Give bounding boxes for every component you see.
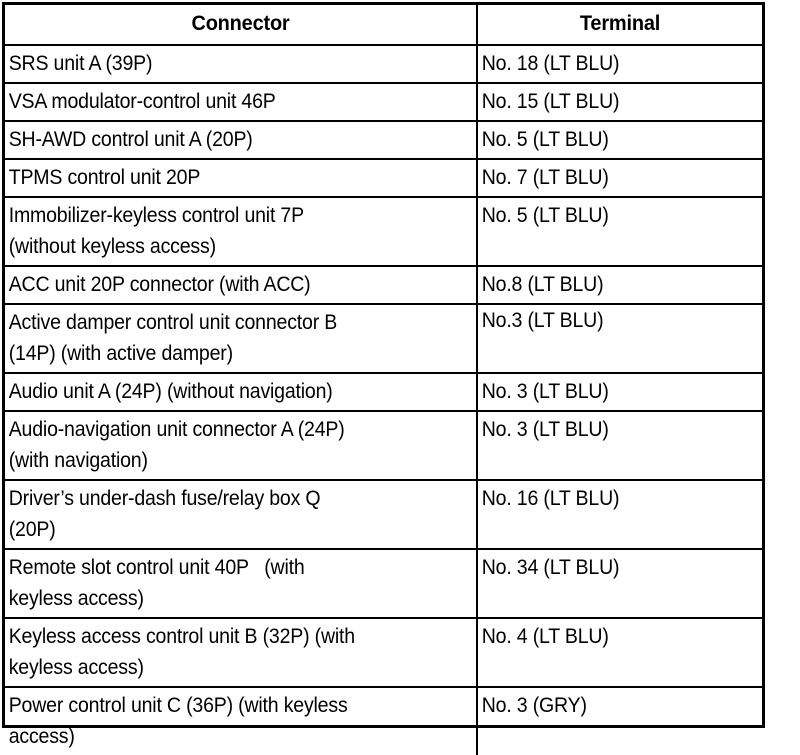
cell-terminal: No. 16 (LT BLU) [476, 479, 762, 549]
table-row: Active damper control unit connector B (… [5, 303, 762, 373]
cell-terminal: No. 7 (LT BLU) [476, 158, 762, 197]
cell-connector-text: Remote slot control unit 40P (with keyle… [8, 556, 305, 610]
cell-terminal-text: No. 18 (LT BLU) [481, 52, 620, 75]
cell-connector: VSA modulator-control unit 46P [5, 82, 477, 121]
cell-terminal-text: No. 5 (LT BLU) [481, 204, 609, 227]
column-header-connector-label: Connector [191, 12, 290, 35]
table-row: Audio-navigation unit connector A (24P) … [5, 410, 762, 480]
column-header-terminal-label: Terminal [579, 12, 661, 35]
table-header: Connector Terminal [5, 5, 762, 45]
cell-connector: Remote slot control unit 40P (with keyle… [5, 548, 477, 618]
cell-connector: Driver’s under-dash fuse/relay box Q (20… [5, 479, 477, 549]
cell-connector-text: TPMS control unit 20P [8, 166, 201, 189]
cell-terminal: No. 5 (LT BLU) [476, 196, 762, 266]
cell-terminal: No. 34 (LT BLU) [476, 548, 762, 618]
cell-terminal-text: No. 15 (LT BLU) [481, 90, 620, 113]
cell-connector-text: VSA modulator-control unit 46P [8, 90, 276, 113]
cell-connector-text: Audio-navigation unit connector A (24P) … [8, 418, 345, 472]
cell-terminal: No.8 (LT BLU) [476, 265, 762, 304]
cell-terminal-text: No. 34 (LT BLU) [481, 556, 620, 579]
table-row: TPMS control unit 20P No. 7 (LT BLU) [5, 158, 762, 197]
cell-terminal-text: No. 7 (LT BLU) [481, 166, 609, 189]
cell-terminal: No. 3 (GRY) [476, 686, 762, 755]
table-row: Driver’s under-dash fuse/relay box Q (20… [5, 479, 762, 549]
cell-terminal: No. 4 (LT BLU) [476, 617, 762, 687]
cell-terminal: No. 3 (LT BLU) [476, 372, 762, 411]
cell-connector-text: Audio unit A (24P) (without navigation) [8, 380, 333, 403]
cell-connector-text: SH-AWD control unit A (20P) [8, 128, 253, 151]
table-row: Remote slot control unit 40P (with keyle… [5, 548, 762, 618]
cell-connector: SH-AWD control unit A (20P) [5, 120, 477, 159]
cell-connector: Keyless access control unit B (32P) (wit… [5, 617, 477, 687]
table-row: VSA modulator-control unit 46P No. 15 (LT… [5, 82, 762, 121]
connector-terminal-table-container: Connector Terminal SRS unit A (39P) No. 1… [2, 2, 765, 755]
cell-terminal: No. 15 (LT BLU) [476, 82, 762, 121]
cell-connector: SRS unit A (39P) [5, 44, 477, 83]
cell-terminal-text: No. 16 (LT BLU) [481, 487, 620, 510]
cell-terminal: No. 5 (LT BLU) [476, 120, 762, 159]
cell-terminal-text: No. 3 (LT BLU) [481, 418, 609, 441]
cell-terminal: No. 18 (LT BLU) [476, 44, 762, 83]
cell-terminal-text: No. 4 (LT BLU) [481, 625, 609, 648]
table-row: ACC unit 20P connector (with ACC) No.8 (L… [5, 265, 762, 304]
cell-terminal-text: No. 3 (LT BLU) [481, 380, 609, 403]
table-row: SRS unit A (39P) No. 18 (LT BLU) [5, 44, 762, 83]
cell-connector: Power control unit C (36P) (with keyless… [5, 686, 477, 755]
cell-terminal-text: No. 5 (LT BLU) [481, 128, 609, 151]
cell-terminal-text: No.8 (LT BLU) [481, 273, 604, 296]
table-row: Immobilizer-keyless control unit 7P (wit… [5, 196, 762, 266]
cell-connector-text: Keyless access control unit B (32P) (wit… [8, 625, 355, 679]
cell-connector-text: Active damper control unit connector B (… [8, 311, 338, 365]
cell-terminal: No.3 (LT BLU) [476, 303, 762, 373]
cell-connector: ACC unit 20P connector (with ACC) [5, 265, 477, 304]
cell-connector-text: SRS unit A (39P) [8, 52, 153, 75]
table-row: Audio unit A (24P) (without navigation) N… [5, 372, 762, 411]
table-row: Keyless access control unit B (32P) (wit… [5, 617, 762, 687]
cell-connector: Immobilizer-keyless control unit 7P (wit… [5, 196, 477, 266]
cell-terminal-text: No.3 (LT BLU) [481, 309, 604, 332]
cell-terminal: No. 3 (LT BLU) [476, 410, 762, 480]
table-row: SH-AWD control unit A (20P) No. 5 (LT BLU… [5, 120, 762, 159]
table-header-row: Connector Terminal [5, 5, 762, 45]
table-body: SRS unit A (39P) No. 18 (LT BLU) VSA modul… [5, 44, 762, 755]
cell-terminal-text: No. 3 (GRY) [481, 694, 587, 717]
cell-connector: Audio unit A (24P) (without navigation) [5, 372, 477, 411]
cell-connector-text: Immobilizer-keyless control unit 7P (wit… [8, 204, 304, 258]
cell-connector: Audio-navigation unit connector A (24P) … [5, 410, 477, 480]
cell-connector: TPMS control unit 20P [5, 158, 477, 197]
connector-terminal-table: Connector Terminal SRS unit A (39P) No. 1… [5, 5, 762, 755]
cell-connector-text: Driver’s under-dash fuse/relay box Q (20… [8, 487, 321, 541]
column-header-connector: Connector [5, 5, 477, 45]
table-row: Power control unit C (36P) (with keyless… [5, 686, 762, 755]
cell-connector-text: Power control unit C (36P) (with keyless… [8, 694, 348, 748]
cell-connector: Active damper control unit connector B (… [5, 303, 477, 373]
cell-connector-text: ACC unit 20P connector (with ACC) [8, 273, 311, 296]
column-header-terminal: Terminal [476, 5, 762, 45]
